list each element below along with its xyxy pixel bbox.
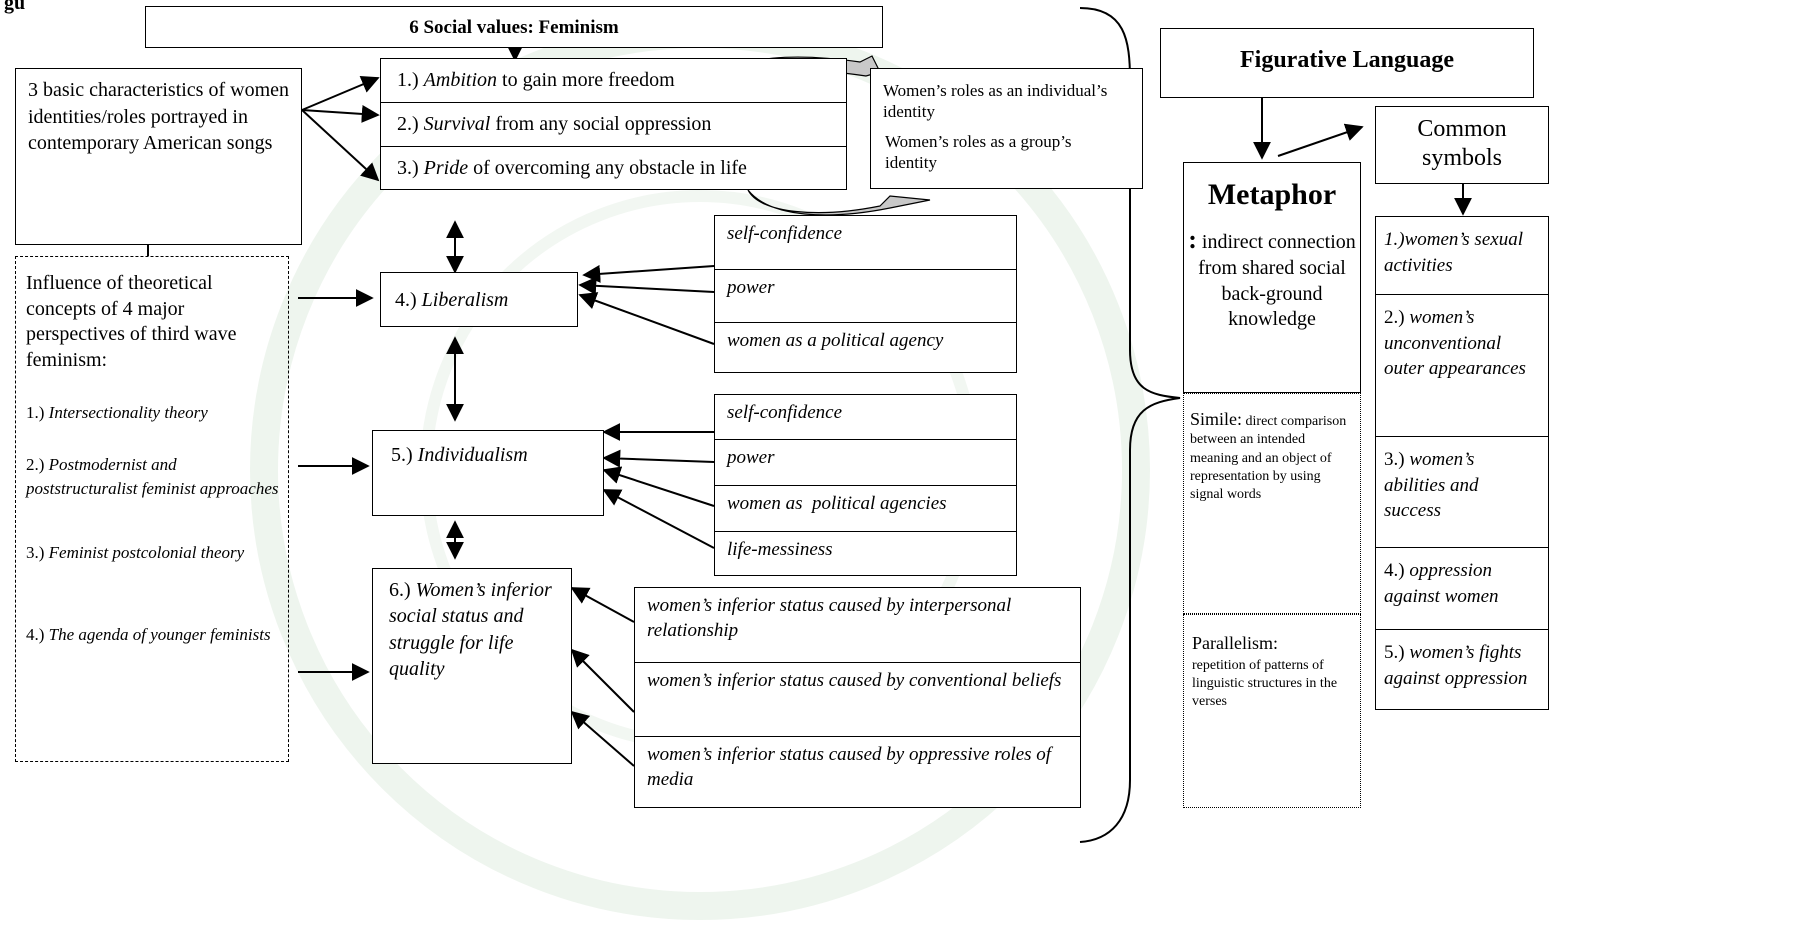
- value-word: Pride: [423, 157, 469, 179]
- value-rest: to gain more freedom: [497, 69, 675, 91]
- liberalism-item: self-confidence: [727, 223, 843, 244]
- value-rest: from any social oppression: [490, 113, 712, 135]
- characteristics-box: 3 basic characteristics of women identit…: [15, 68, 302, 245]
- parallelism-desc: repetition of patterns of linguistic str…: [1192, 658, 1338, 710]
- inferior-items: women’s inferior status caused by interp…: [634, 587, 1081, 808]
- title-text: 6 Social values: Feminism: [409, 17, 619, 38]
- inferior-item: women’s inferior status caused by interp…: [647, 595, 1012, 641]
- common-symbols-box: Common symbols: [1375, 106, 1549, 184]
- liberalism-label: 4.) Liberalism: [395, 289, 509, 311]
- symbols-list: 1.)women’s sexual activities 2.) women’s…: [1375, 216, 1549, 710]
- header-fragment: gu: [4, 0, 26, 14]
- value-num: 1.): [397, 69, 424, 91]
- liberalism-item: women as a political agency: [715, 322, 1016, 374]
- parallelism-box: Parallelism: repetition of patterns of l…: [1183, 614, 1361, 808]
- symbol-item: 5.) women’s fights against oppression: [1384, 642, 1528, 689]
- individualism-box: 5.) Individualism: [372, 430, 604, 516]
- liberalism-items: self-confidence power women as a politic…: [714, 215, 1017, 373]
- value-survival: 2.) Survival from any social oppression: [381, 103, 846, 147]
- influence-item: 3.) Feminist postcolonial theory: [26, 543, 245, 562]
- metaphor-title: Metaphor: [1207, 178, 1337, 211]
- value-rest: of overcoming any obstacle in life: [468, 157, 747, 179]
- characteristics-text: 3 basic characteristics of women identit…: [28, 79, 290, 155]
- influence-item: 4.) The agenda of younger feminists: [26, 625, 271, 644]
- individualism-item: power: [715, 439, 1016, 485]
- figurative-box: Figurative Language: [1160, 28, 1534, 98]
- individualism-item: women as political agencies: [715, 485, 1016, 531]
- influence-box: Influence of theoretical concepts of 4 m…: [15, 256, 289, 762]
- title-box: 6 Social values: Feminism: [145, 6, 883, 48]
- individualism-item: life-messiness: [715, 531, 1016, 577]
- figurative-title: Figurative Language: [1240, 47, 1454, 73]
- simile-text: Simile: direct comparison between an int…: [1190, 409, 1347, 502]
- value-ambition: 1.) Ambition to gain more freedom: [381, 59, 846, 103]
- common-symbols-title: Common symbols: [1417, 116, 1507, 171]
- influence-item: 1.) Intersectionality theory: [26, 403, 208, 422]
- values-box: 1.) Ambition to gain more freedom 2.) Su…: [380, 58, 847, 190]
- value-num: 2.): [397, 113, 424, 135]
- liberalism-item: power: [715, 269, 1016, 322]
- liberalism-box: 4.) Liberalism: [380, 272, 578, 327]
- value-word: Ambition: [423, 69, 498, 91]
- influence-intro: Influence of theoretical concepts of 4 m…: [26, 272, 237, 371]
- inferior-label: 6.) Women’s inferior social status and s…: [389, 579, 552, 681]
- metaphor-box: Metaphor : indirect connection from shar…: [1183, 162, 1361, 393]
- value-num: 3.): [397, 157, 424, 179]
- inferior-item: women’s inferior status caused by oppres…: [635, 736, 1080, 809]
- metaphor-desc: : indirect connection from shared social…: [1188, 225, 1356, 331]
- symbol-item: 4.) oppression against women: [1376, 548, 1548, 630]
- parallelism-term: Parallelism:: [1192, 633, 1278, 653]
- symbol-item: 3.) women’s abilities and success: [1376, 437, 1548, 548]
- value-word: Survival: [423, 113, 491, 135]
- inferior-item: women’s inferior status caused by conven…: [635, 662, 1080, 736]
- roles-box: Women’s roles as an individual’s identit…: [870, 68, 1143, 189]
- individualism-item: self-confidence: [727, 402, 843, 423]
- symbol-item: 2.) women’s unconventional outer appeara…: [1376, 295, 1548, 437]
- individualism-label: 5.) Individualism: [391, 444, 528, 466]
- symbol-item: 1.)women’s sexual activities: [1376, 217, 1548, 295]
- influence-item: 2.) Postmodernist and poststructuralist …: [26, 455, 279, 498]
- individualism-items: self-confidence power women as political…: [714, 394, 1017, 576]
- inferior-box: 6.) Women’s inferior social status and s…: [372, 568, 572, 764]
- simile-box: Simile: direct comparison between an int…: [1183, 393, 1361, 614]
- role-group: Women’s roles as a group’s identity: [885, 132, 1072, 172]
- role-individual: Women’s roles as an individual’s identit…: [883, 81, 1108, 121]
- value-pride: 3.) Pride of overcoming any obstacle in …: [381, 147, 846, 191]
